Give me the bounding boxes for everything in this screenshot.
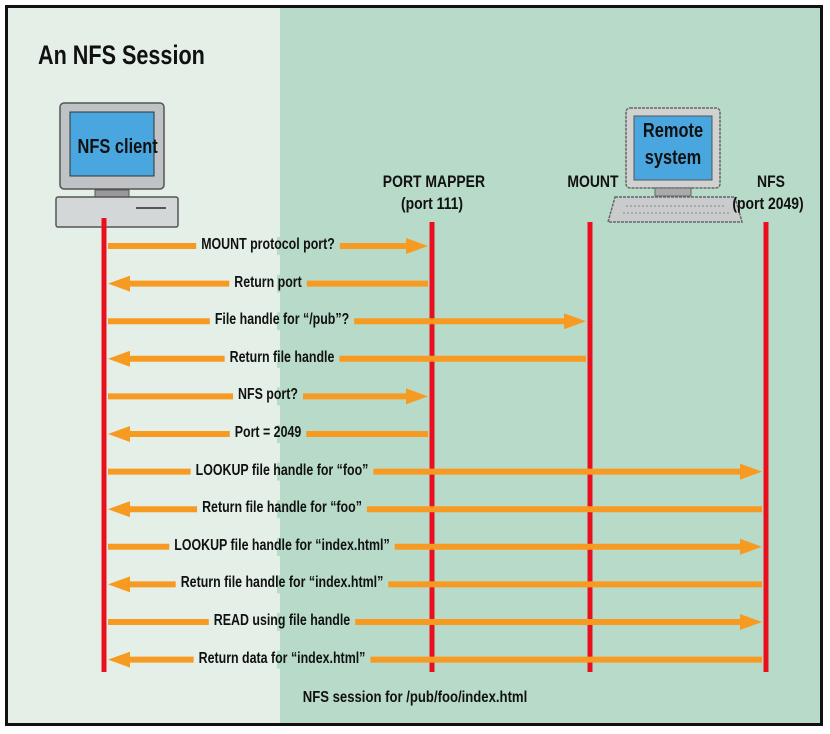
portmapper-label-line1: PORT MAPPER	[383, 172, 481, 192]
remote-label-line2: system	[641, 147, 705, 170]
message-arrow-head	[406, 238, 428, 254]
message-arrow-head	[740, 539, 762, 555]
message-arrow-head	[740, 464, 762, 480]
message-arrow-head	[740, 614, 762, 630]
message-arrow-head	[108, 501, 130, 517]
message-label: LOOKUP file handle for “foo”	[196, 462, 369, 480]
message-label: LOOKUP file handle for “index.html”	[174, 537, 389, 555]
message-arrow-head	[564, 313, 586, 329]
message-arrow-head	[108, 351, 130, 367]
message-label: READ using file handle	[214, 612, 350, 630]
message-label: MOUNT protocol port?	[201, 236, 335, 254]
message-arrow-head	[108, 576, 130, 592]
client-computer-icon	[56, 103, 178, 227]
message-label: Port = 2049	[235, 424, 302, 442]
message-arrow-head	[406, 388, 428, 404]
nfs-label-line1: NFS	[734, 172, 808, 192]
message-label: Return port	[234, 274, 302, 292]
message-label: NFS port?	[238, 386, 298, 404]
diagram-caption: NFS session for /pub/foo/index.html	[263, 689, 566, 707]
message-label: Return data for “index.html”	[199, 650, 366, 668]
message-arrows	[108, 237, 762, 669]
message-arrow-head	[108, 652, 130, 668]
nfs-label-line2: (port 2049)	[725, 194, 810, 214]
message-label: File handle for “/pub”?	[215, 311, 349, 329]
mount-label: MOUNT	[567, 172, 616, 192]
message-arrow-head	[108, 276, 130, 292]
client-label: NFS client	[78, 136, 147, 159]
diagram-title: An NFS Session	[38, 40, 205, 71]
message-label: Return file handle	[230, 349, 335, 367]
message-label: Return file handle for “foo”	[202, 499, 362, 517]
message-arrow-head	[108, 426, 130, 442]
remote-label-line1: Remote	[641, 120, 705, 143]
portmapper-label-line2: (port 111)	[383, 194, 481, 214]
message-label: Return file handle for “index.html”	[181, 574, 384, 592]
